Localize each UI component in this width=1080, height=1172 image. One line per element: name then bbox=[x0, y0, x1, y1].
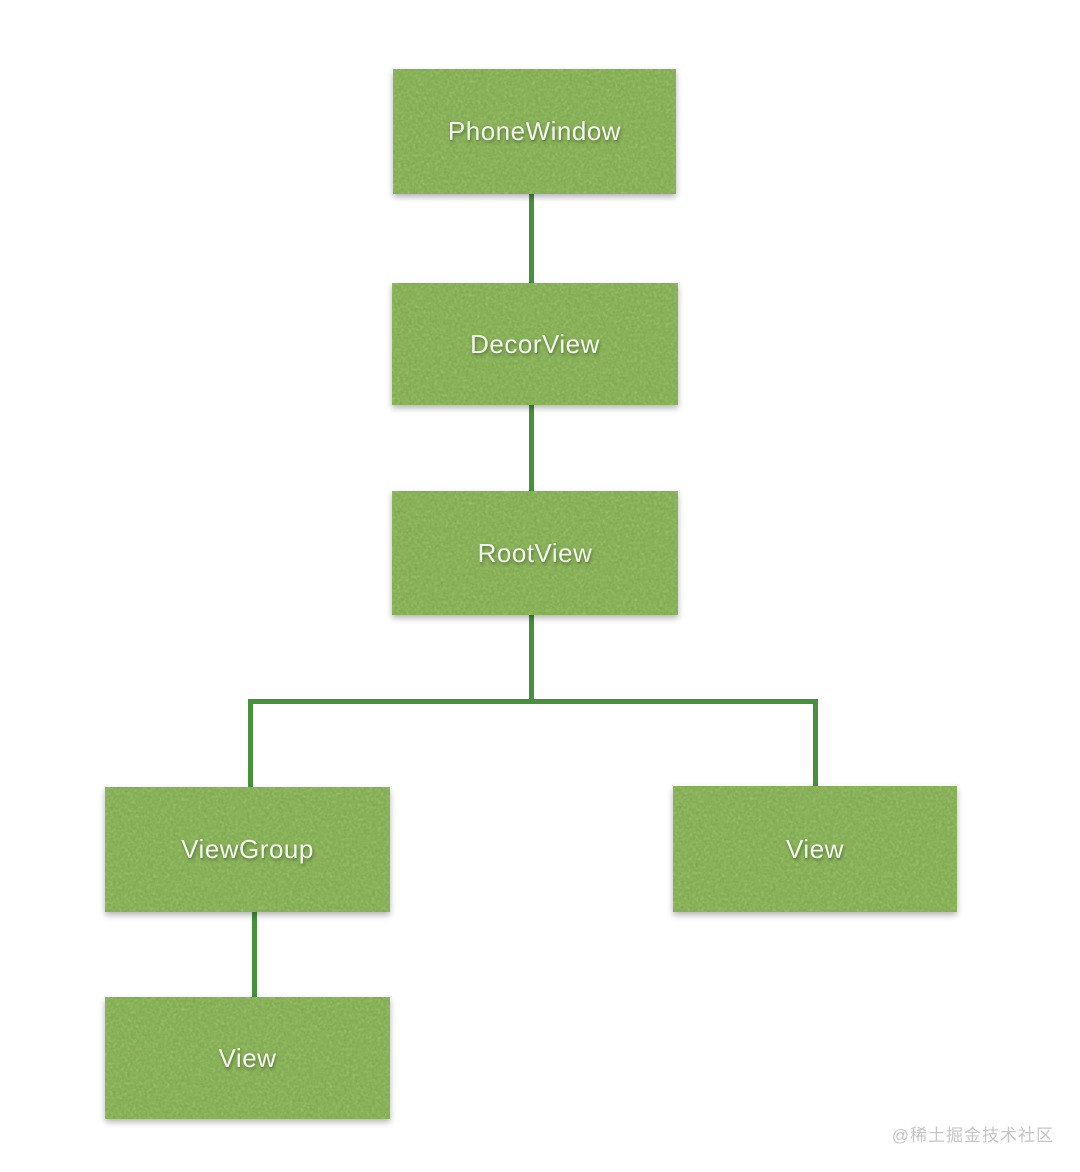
watermark: @稀土掘金技术社区 bbox=[891, 1126, 1054, 1145]
node-label: RootView bbox=[477, 537, 593, 568]
edge-viewgroup-view bbox=[252, 912, 257, 998]
node-viewgroup: ViewGroup bbox=[105, 787, 390, 912]
node-label: View bbox=[218, 1042, 277, 1073]
node-view-bottom: View bbox=[105, 997, 390, 1119]
node-label: View bbox=[786, 833, 844, 864]
node-decorview: DecorView bbox=[392, 283, 678, 405]
node-view-right: View bbox=[673, 786, 957, 912]
node-phonewindow: PhoneWindow bbox=[393, 69, 676, 194]
edge-branch-to-view bbox=[813, 699, 818, 787]
node-label: ViewGroup bbox=[181, 834, 314, 864]
edge-branch-to-viewgroup bbox=[248, 699, 253, 788]
node-label: DecorView bbox=[470, 328, 600, 359]
edge-branch-horizontal bbox=[248, 699, 818, 704]
edge-decorview-rootview bbox=[529, 405, 534, 492]
edge-phonewindow-decorview bbox=[529, 194, 534, 284]
node-label: PhoneWindow bbox=[447, 116, 622, 146]
edge-rootview-branch bbox=[529, 615, 534, 702]
node-rootview: RootView bbox=[392, 491, 678, 615]
